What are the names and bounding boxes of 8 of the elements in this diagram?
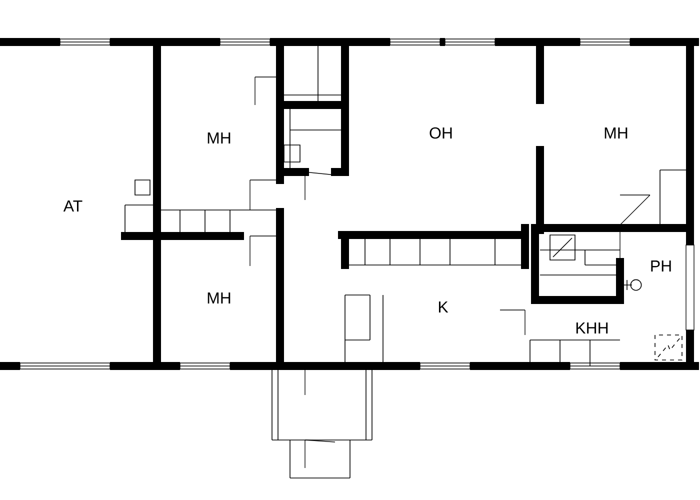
room-label: OH: [430, 127, 452, 139]
room-label: AT: [63, 200, 82, 212]
room-label: MH: [208, 132, 230, 144]
room-label: KHH: [576, 322, 608, 334]
room-label: MH: [604, 128, 628, 138]
room-label: MH: [208, 292, 230, 304]
room-label: PH: [651, 260, 671, 272]
room-label: K: [438, 302, 448, 312]
